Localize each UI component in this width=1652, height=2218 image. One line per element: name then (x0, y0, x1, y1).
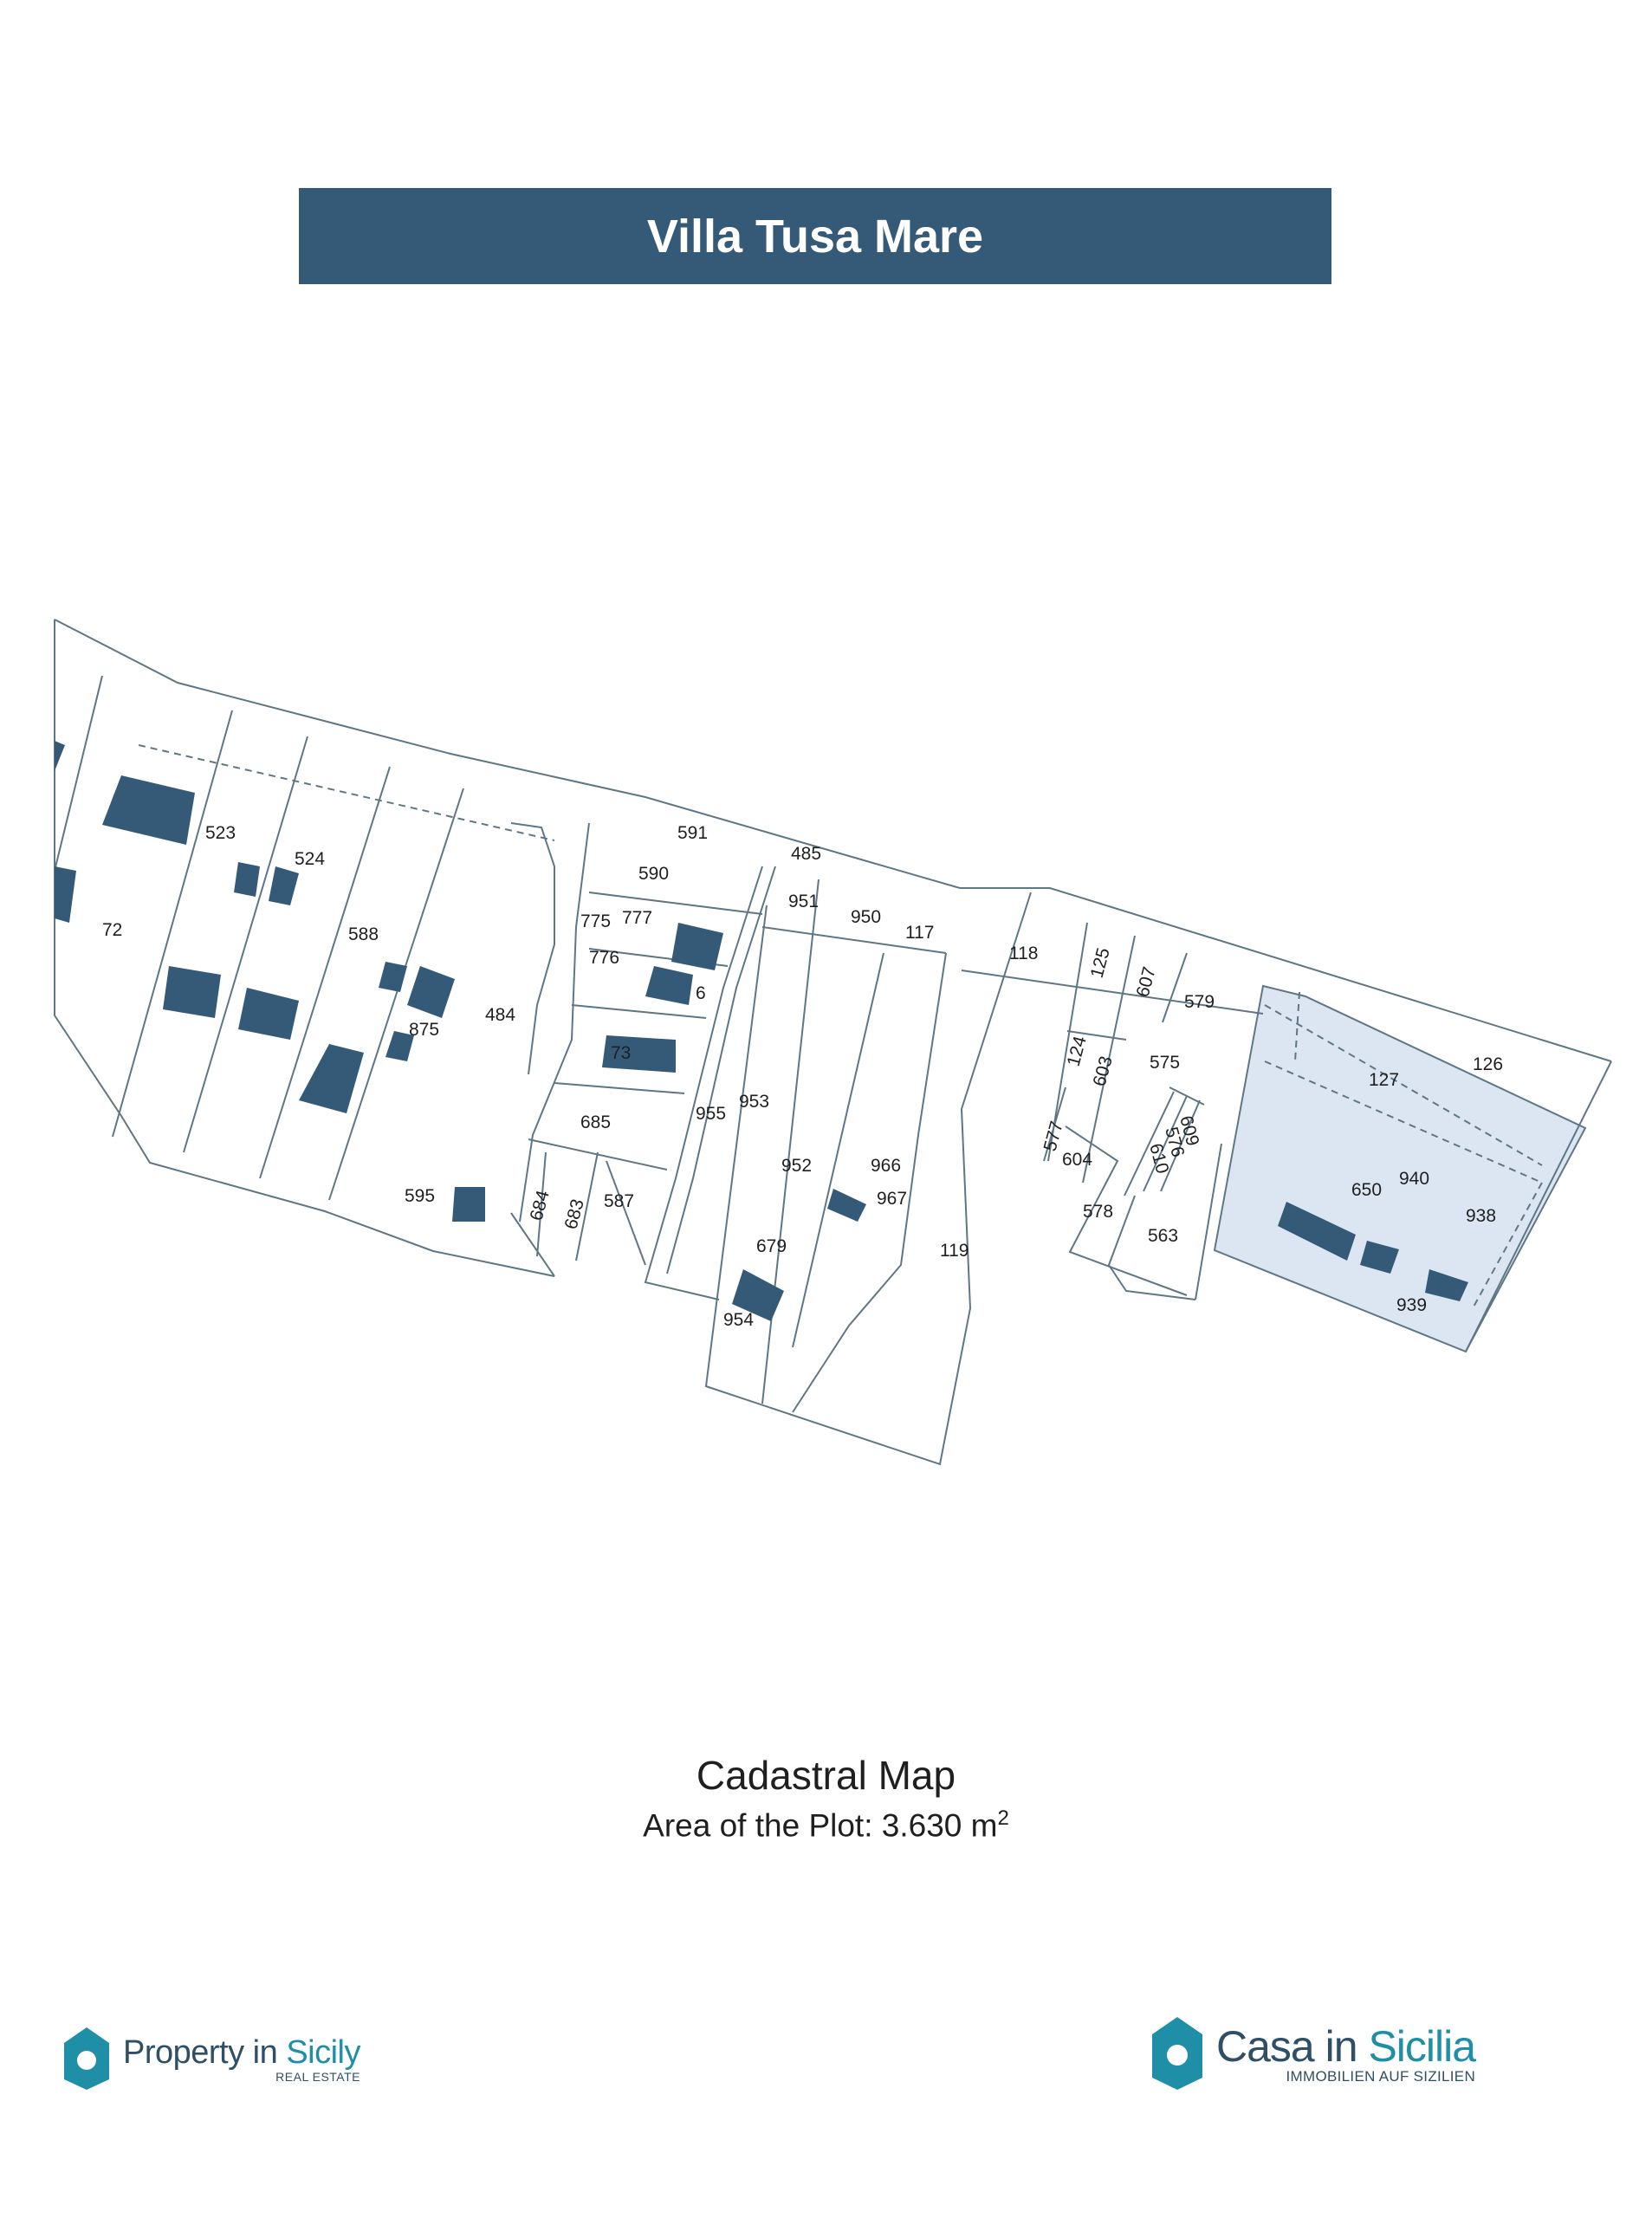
parcel-label: 939 (1396, 1295, 1427, 1315)
parcel-label: 524 (295, 849, 325, 869)
parcel-label: 776 (589, 948, 619, 968)
parcel-label: 775 (580, 911, 611, 931)
plot-area: Area of the Plot: 3.630 m2 (0, 1806, 1652, 1844)
map-caption-heading: Cadastral Map (696, 1753, 956, 1798)
parcel-label: 938 (1466, 1206, 1496, 1226)
parcel-label: 590 (638, 864, 669, 884)
parcel-label: 117 (905, 923, 934, 943)
house-pin-icon (1152, 2017, 1202, 2090)
property-in-sicily-logo: Property in Sicily REAL ESTATE (62, 2026, 360, 2092)
parcel-label: 579 (1184, 992, 1215, 1012)
house-pin-icon (64, 2027, 109, 2090)
parcel-label: 955 (696, 1104, 726, 1124)
parcel-label: 683 (561, 1197, 588, 1231)
parcel-label: 684 (527, 1188, 554, 1222)
parcel-label: 119 (940, 1241, 969, 1261)
parcel-label: 523 (205, 823, 236, 843)
parcel-label: 603 (1090, 1054, 1117, 1088)
parcel-label: 485 (791, 844, 821, 864)
plot-area-text: Area of the Plot: 3.630 m (643, 1807, 998, 1844)
parcel-label: 126 (1473, 1054, 1503, 1074)
parcel-label: 953 (739, 1092, 769, 1112)
parcel-label: 650 (1351, 1180, 1382, 1200)
parcel-label: 685 (580, 1112, 611, 1132)
parcel-label: 578 (1083, 1202, 1113, 1222)
parcel-label: 484 (485, 1005, 515, 1025)
parcel-label: 72 (102, 920, 122, 940)
logo-right-subtitle: IMMOBILIEN AUF SIZILIEN (1286, 2068, 1476, 2085)
parcel-label: 607 (1133, 964, 1160, 999)
parcel-label: 595 (405, 1186, 435, 1206)
parcel-label: 73 (611, 1043, 631, 1063)
parcel-label: 577 (1040, 1119, 1067, 1153)
parcel-label: 127 (1369, 1070, 1399, 1090)
parcel-label: 588 (348, 924, 379, 944)
parcel-label: 967 (877, 1189, 907, 1209)
parcel-labels: 72 523 524 588 875 484 591 485 590 775 7… (102, 823, 1503, 1330)
buildings (55, 741, 1468, 1321)
logo-left-name-b: Sicily (286, 2033, 360, 2071)
title-banner: Villa Tusa Mare (299, 188, 1331, 284)
parcel-label: 875 (409, 1020, 439, 1040)
parcel-label: 940 (1399, 1169, 1429, 1189)
parcel-label: 118 (1009, 944, 1038, 963)
parcel-label: 563 (1148, 1226, 1178, 1246)
parcel-label: 6 (696, 983, 706, 1003)
parcel-label: 591 (677, 823, 708, 843)
parcel-label: 777 (622, 908, 652, 928)
parcel-boundaries (54, 619, 1612, 1466)
page-title: Villa Tusa Mare (646, 210, 984, 263)
plot-area-unit-exponent: 2 (997, 1806, 1009, 1830)
parcel-label: 952 (781, 1156, 812, 1176)
logo-left-name-a: Property in (123, 2033, 287, 2071)
parcel-label: 125 (1087, 945, 1114, 980)
parcel-label: 679 (756, 1236, 787, 1256)
parcel-label: 966 (871, 1156, 901, 1176)
casa-in-sicilia-logo: Casa in Sicilia IMMOBILIEN AUF SIZILIEN (1150, 2015, 1476, 2092)
parcel-label: 950 (851, 907, 881, 927)
logo-right-name-a: Casa in (1216, 2022, 1369, 2071)
parcel-label: 951 (788, 892, 819, 911)
parcel-label: 587 (604, 1191, 634, 1211)
parcel-label: 954 (723, 1310, 754, 1330)
logo-left-subtitle: REAL ESTATE (275, 2069, 360, 2084)
logo-right-name-b: Sicilia (1368, 2022, 1476, 2071)
parcel-label: 604 (1062, 1150, 1092, 1170)
parcel-label: 575 (1150, 1053, 1180, 1073)
